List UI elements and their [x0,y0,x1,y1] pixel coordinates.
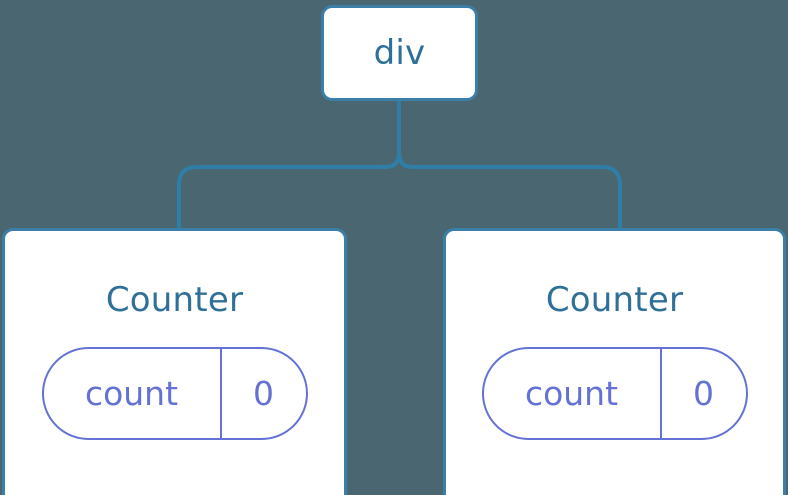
counter-left-title: Counter [105,280,244,320]
node-div-label: div [373,33,426,73]
counter-right-state-key: count [524,374,619,413]
node-counter-left[interactable]: Counter count 0 [2,228,347,495]
counter-right-title: Counter [545,280,684,320]
connector-to-left-counter [177,149,401,228]
counter-right-state-pill[interactable]: count 0 [481,347,748,440]
connector-to-right-counter [397,149,622,228]
counter-right-state-value: 0 [659,349,746,438]
counter-left-state-value: 0 [219,349,306,438]
counter-left-state-pill[interactable]: count 0 [41,347,308,440]
node-counter-right[interactable]: Counter count 0 [443,228,786,495]
counter-left-state-key: count [84,374,179,413]
node-div[interactable]: div [321,5,478,101]
